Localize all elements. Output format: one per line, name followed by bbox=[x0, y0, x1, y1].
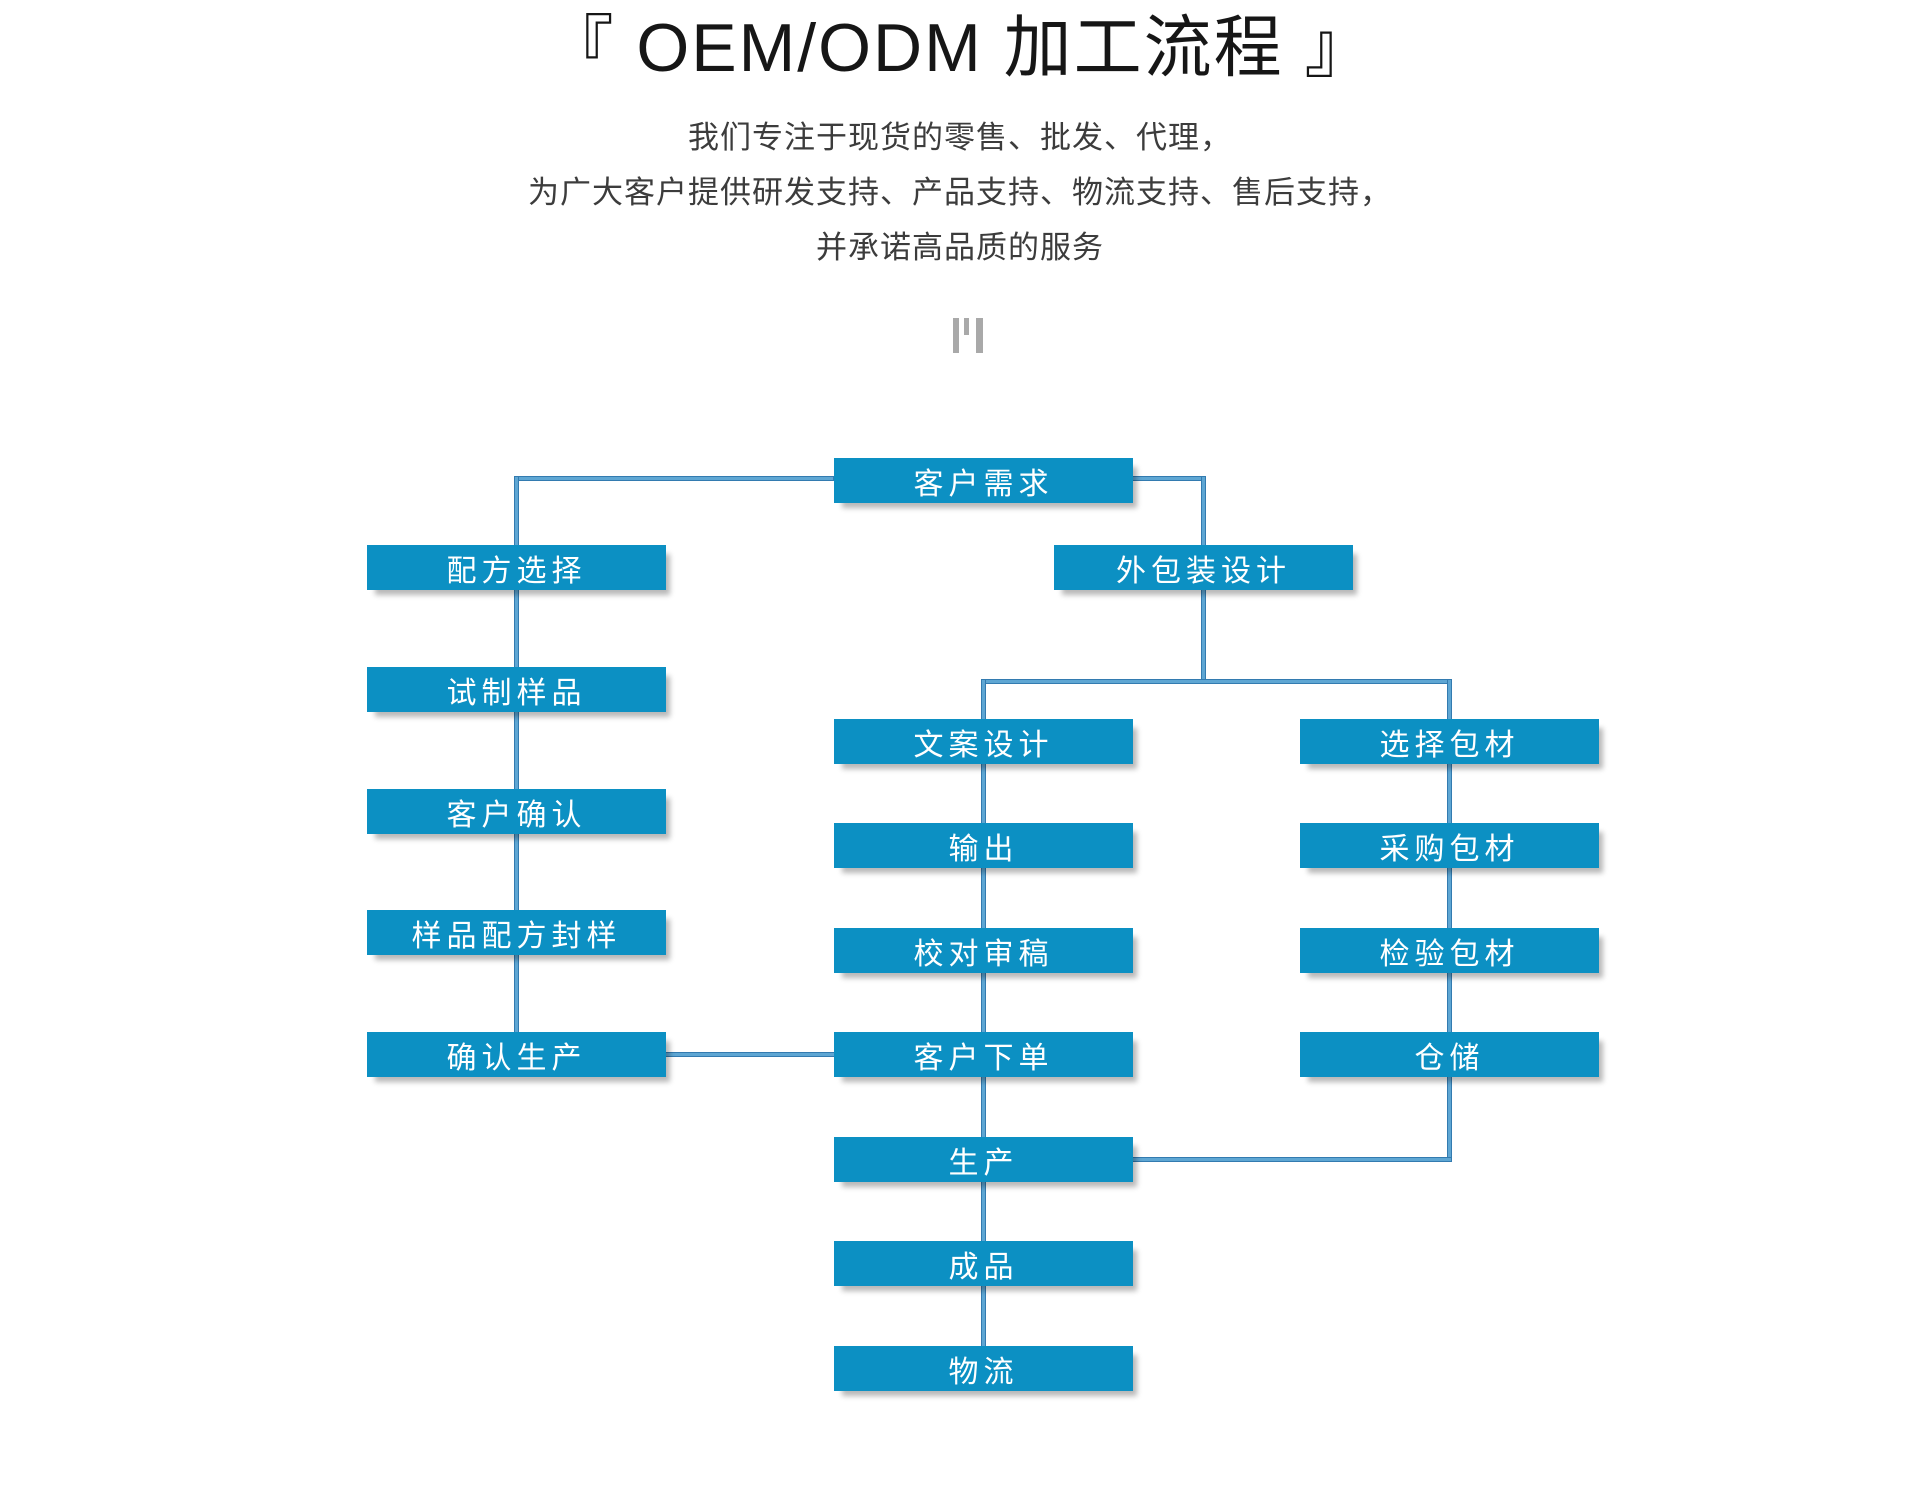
connector-needs-right-h bbox=[1131, 476, 1206, 481]
node-customer-order: 客户下单 bbox=[834, 1032, 1133, 1077]
node-inspect-packaging: 检验包材 bbox=[1300, 928, 1599, 973]
glyph-bar bbox=[964, 318, 969, 335]
node-output: 输出 bbox=[834, 823, 1133, 868]
connector-needs-left-h bbox=[514, 476, 834, 481]
node-logistics: 物流 bbox=[834, 1346, 1133, 1391]
node-production: 生产 bbox=[834, 1137, 1133, 1182]
node-packaging-design: 外包装设计 bbox=[1054, 545, 1353, 590]
subtitle-line-2: 为广大客户提供研发支持、产品支持、物流支持、售后支持， bbox=[528, 175, 1392, 210]
node-formula-selection: 配方选择 bbox=[367, 545, 666, 590]
page-subtitle: 我们专注于现货的零售、批发、代理， 为广大客户提供研发支持、产品支持、物流支持、… bbox=[0, 110, 1920, 275]
node-customer-needs: 客户需求 bbox=[834, 458, 1133, 503]
node-purchase-packaging: 采购包材 bbox=[1300, 823, 1599, 868]
connector-left-drop-v bbox=[514, 476, 519, 549]
node-customer-confirm: 客户确认 bbox=[367, 789, 666, 834]
node-confirm-production: 确认生产 bbox=[367, 1032, 666, 1077]
connector-right-drop-v bbox=[1201, 476, 1206, 549]
node-sample-formula-seal: 样品配方封样 bbox=[367, 910, 666, 955]
glyph-bar bbox=[976, 318, 983, 353]
subtitle-line-3: 并承诺高品质的服务 bbox=[816, 230, 1104, 265]
node-proofreading: 校对审稿 bbox=[834, 928, 1133, 973]
subtitle-line-1: 我们专注于现货的零售、批发、代理， bbox=[688, 120, 1232, 155]
connector-packaging-down-v bbox=[1201, 588, 1206, 684]
connector-mid-spine-v bbox=[981, 679, 986, 1351]
glyph-bar bbox=[953, 318, 959, 353]
divider-glyph-icon bbox=[953, 318, 987, 354]
node-finished-product: 成品 bbox=[834, 1241, 1133, 1286]
node-warehousing: 仓储 bbox=[1300, 1032, 1599, 1077]
connector-confirm-order-h bbox=[664, 1052, 836, 1057]
node-copy-design: 文案设计 bbox=[834, 719, 1133, 764]
connector-split-h bbox=[981, 679, 1452, 684]
page-title: 『 OEM/ODM 加工流程 』 bbox=[545, 10, 1375, 86]
connector-warehouse-down-v bbox=[1447, 1075, 1452, 1162]
node-trial-sample: 试制样品 bbox=[367, 667, 666, 712]
node-select-packaging: 选择包材 bbox=[1300, 719, 1599, 764]
connector-warehouse-prod-h bbox=[1131, 1157, 1452, 1162]
